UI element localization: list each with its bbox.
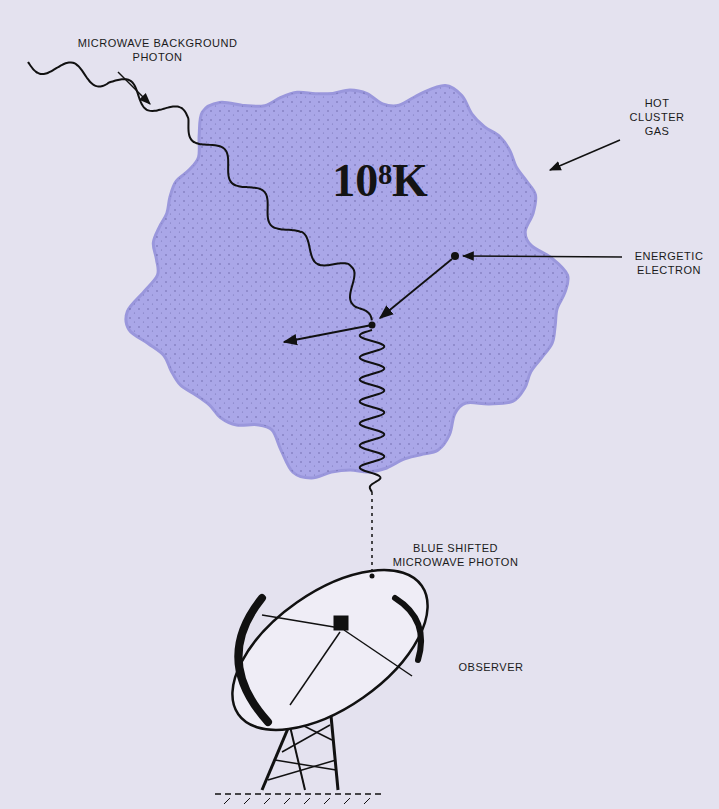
gas-cloud: 10⁸K: [110, 55, 580, 500]
scatter-point: [369, 322, 376, 329]
photon-dashed-path: [371, 492, 373, 572]
electron-label: ENERGETIC ELECTRON: [627, 249, 711, 277]
cloud-fill: [126, 86, 568, 478]
dish-rim: [205, 538, 455, 762]
leader-arrow: [463, 256, 622, 257]
electron-dot: [451, 252, 459, 260]
electron-path: [380, 259, 452, 318]
leader-arrow: [550, 140, 620, 170]
feed-strut: [290, 632, 340, 705]
radio-telescope: [205, 538, 455, 804]
leader-arrow: [118, 72, 150, 104]
dish-back-shade: [238, 598, 268, 722]
photon-label: MICROWAVE BACKGROUND PHOTON: [70, 36, 245, 64]
truss-brace: [268, 760, 336, 780]
cloud-shape: [110, 55, 580, 500]
incoming-photon-wave: [28, 62, 372, 320]
scattered-electron-path: [284, 325, 372, 342]
ground-line: [215, 793, 385, 795]
observer-label: OBSERVER: [446, 660, 536, 674]
mount-leg: [330, 705, 338, 790]
feed-horn: [334, 616, 348, 630]
gas-label: HOT CLUSTER GAS: [625, 96, 689, 138]
feed-strut: [344, 630, 412, 676]
photon-dot: [370, 574, 375, 579]
blue-shifted-photon-wave: [360, 330, 385, 492]
cloud-stipple: [126, 86, 568, 478]
dish-rim-shade: [395, 598, 421, 660]
feed-strut: [262, 615, 340, 628]
ground-hatch: [224, 798, 370, 804]
photon-label: BLUE SHIFTED MICROWAVE PHOTON: [388, 541, 523, 569]
temperature-label: 10⁸K: [310, 155, 450, 207]
